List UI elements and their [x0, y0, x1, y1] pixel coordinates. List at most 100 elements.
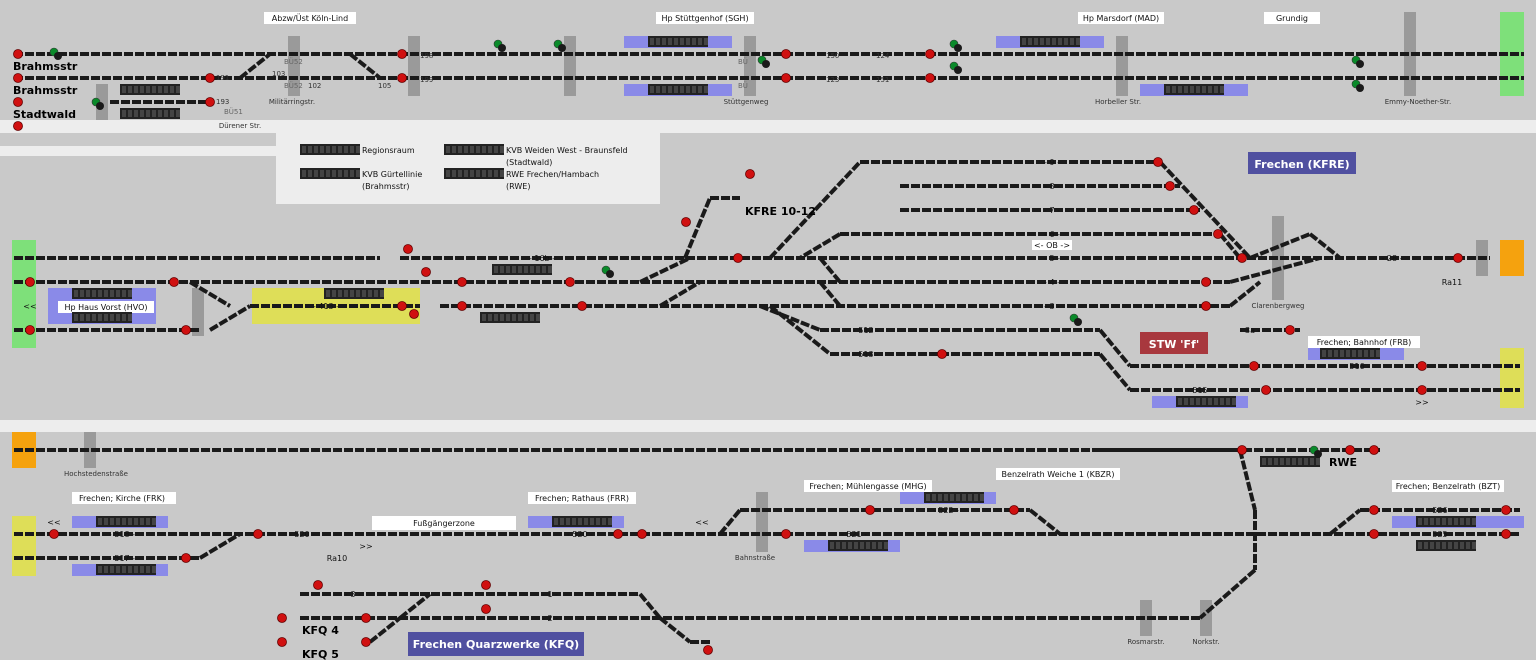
- signal-icon[interactable]: [565, 277, 575, 287]
- signal-icon[interactable]: [1237, 445, 1247, 455]
- signal-icon[interactable]: [13, 49, 23, 59]
- signal-icon[interactable]: [25, 277, 35, 287]
- signal-icon[interactable]: [1501, 505, 1511, 515]
- svg-text:102: 102: [308, 82, 321, 90]
- signal-icon[interactable]: [1165, 181, 1175, 191]
- signal-icon[interactable]: [397, 301, 407, 311]
- svg-text:BÜ: BÜ: [738, 81, 748, 90]
- svg-text:193: 193: [216, 98, 229, 106]
- signal-icon[interactable]: [1261, 385, 1271, 395]
- signal-icon[interactable]: [949, 61, 962, 74]
- signal-icon[interactable]: [13, 73, 23, 83]
- left-name-brahmsstr-2: Brahmsstr: [13, 84, 78, 97]
- svg-text:- 413 -: - 413 -: [313, 302, 339, 311]
- signal-icon[interactable]: [397, 49, 407, 59]
- signal-icon[interactable]: [577, 301, 587, 311]
- signal-icon[interactable]: [481, 604, 491, 614]
- signal-icon[interactable]: [49, 47, 62, 60]
- signal-icon[interactable]: [361, 613, 371, 623]
- block-counters: [72, 36, 1476, 575]
- signal-icon[interactable]: [781, 49, 791, 59]
- left-name-stadtwald: Stadtwald: [13, 108, 76, 121]
- signal-icon[interactable]: [91, 97, 104, 110]
- signal-icon[interactable]: [757, 55, 770, 68]
- signal-icon[interactable]: [1201, 301, 1211, 311]
- signal-icon[interactable]: [421, 267, 431, 277]
- benzelrath-weiche: Benzelrath Weiche 1 (KBZR): [1002, 470, 1115, 479]
- svg-text:123: 123: [826, 76, 839, 84]
- signal-icon[interactable]: [1351, 55, 1364, 68]
- signal-icon[interactable]: [409, 309, 419, 319]
- signal-icon[interactable]: [13, 121, 23, 131]
- signal-icon[interactable]: [637, 529, 647, 539]
- signal-icon[interactable]: [361, 637, 371, 647]
- signal-icon[interactable]: [277, 613, 287, 623]
- svg-text:- 3 -: - 3 -: [1044, 302, 1060, 311]
- svg-text:- 8 -: - 8 -: [1044, 182, 1060, 191]
- signal-icon[interactable]: [1189, 205, 1199, 215]
- signal-icon[interactable]: [1417, 385, 1427, 395]
- signal-icon[interactable]: [169, 277, 179, 287]
- signal-icon[interactable]: [865, 505, 875, 515]
- signal-icon[interactable]: [313, 580, 323, 590]
- signal-icon[interactable]: [1309, 445, 1322, 458]
- signal-icon[interactable]: [1501, 529, 1511, 539]
- signal-icon[interactable]: [1153, 157, 1163, 167]
- signal-icon[interactable]: [1213, 229, 1223, 239]
- signal-icon[interactable]: [49, 529, 59, 539]
- signal-icon[interactable]: [781, 73, 791, 83]
- signal-icon[interactable]: [1369, 505, 1379, 515]
- tracks: [14, 52, 1524, 644]
- signal-icon[interactable]: [25, 325, 35, 335]
- signal-icon[interactable]: [925, 73, 935, 83]
- station-stuettgenhof: Hp Stüttgenhof (SGH): [661, 14, 748, 23]
- road-rosmarstr: Rosmarstr.: [1127, 638, 1164, 646]
- signal-icon[interactable]: [1369, 445, 1379, 455]
- signal-icon[interactable]: [181, 553, 191, 563]
- block-counter: [72, 288, 132, 299]
- signal-icon[interactable]: [1369, 529, 1379, 539]
- signal-icon[interactable]: [925, 49, 935, 59]
- signal-icon[interactable]: [613, 529, 623, 539]
- frechen-muehlengasse: Frechen; Mühlengasse (MHG): [809, 482, 926, 491]
- signal-icon[interactable]: [553, 39, 566, 52]
- signal-icon[interactable]: [397, 73, 407, 83]
- signal-icon[interactable]: [1009, 505, 1019, 515]
- signal-icon[interactable]: [481, 580, 491, 590]
- signal-icon[interactable]: [403, 244, 413, 254]
- frechen-kfre-box: [1248, 152, 1356, 174]
- signal-icon[interactable]: [181, 325, 191, 335]
- signal-icon[interactable]: [205, 73, 215, 83]
- signal-icon[interactable]: [733, 253, 743, 263]
- svg-text:- 2 -: - 2 -: [542, 614, 558, 623]
- road-duerener: Dürener Str.: [219, 122, 261, 130]
- signal-icon[interactable]: [1453, 253, 1463, 263]
- block-counter: [300, 168, 360, 179]
- signal-icon[interactable]: [277, 637, 287, 647]
- signal-icon[interactable]: [1249, 361, 1259, 371]
- signal-icon[interactable]: [601, 265, 614, 278]
- signal-icon[interactable]: [1237, 253, 1247, 263]
- road-stuettgenweg: Stüttgenweg: [724, 98, 769, 106]
- signal-icon[interactable]: [745, 169, 755, 179]
- signal-icon[interactable]: [457, 301, 467, 311]
- signal-icon[interactable]: [1285, 325, 1295, 335]
- signal-icon[interactable]: [937, 349, 947, 359]
- signal-icon[interactable]: [781, 529, 791, 539]
- signal-icon[interactable]: [205, 97, 215, 107]
- svg-text:BÜ: BÜ: [738, 57, 748, 66]
- signal-icon[interactable]: [253, 529, 263, 539]
- signal-icon[interactable]: [493, 39, 506, 52]
- block-counter: [120, 108, 180, 119]
- signal-icon[interactable]: [1351, 79, 1364, 92]
- signal-icon[interactable]: [949, 39, 962, 52]
- signal-icon[interactable]: [13, 97, 23, 107]
- signal-icon[interactable]: [1345, 445, 1355, 455]
- signal-icon[interactable]: [703, 645, 713, 655]
- signal-icon[interactable]: [1069, 313, 1082, 326]
- hp-haus-vorst: Hp Haus Vorst (HVO): [64, 303, 147, 312]
- signal-icon[interactable]: [457, 277, 467, 287]
- signal-icon[interactable]: [1201, 277, 1211, 287]
- signal-icon[interactable]: [1417, 361, 1427, 371]
- signal-icon[interactable]: [681, 217, 691, 227]
